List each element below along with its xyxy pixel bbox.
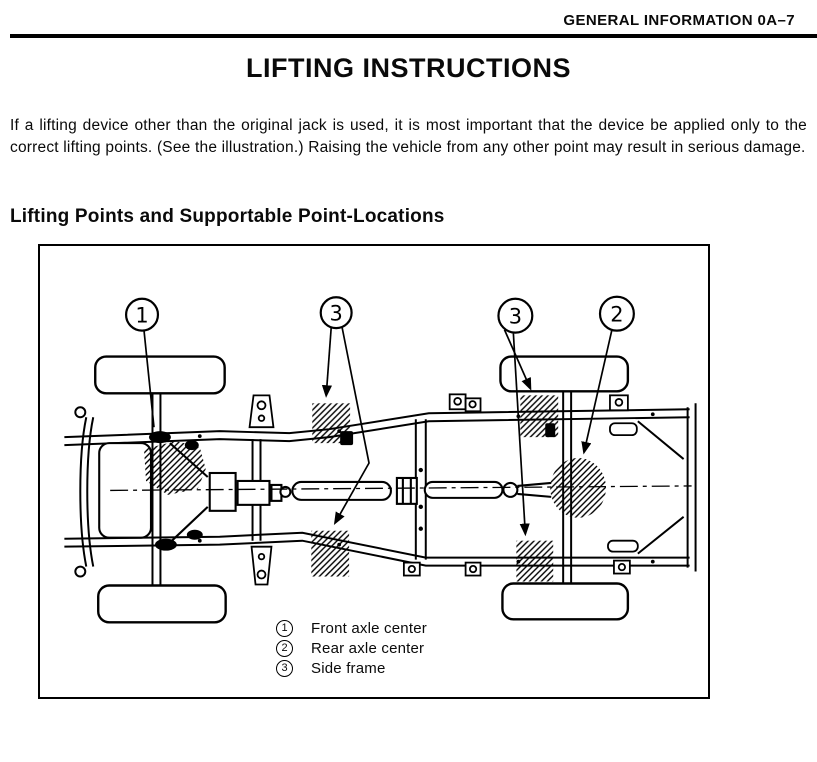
tow-hook-lower [74, 565, 87, 578]
pinion-yoke [502, 481, 519, 498]
lift-point-front-axle [144, 441, 206, 495]
lift-point-side-frame-lower-front [311, 530, 350, 577]
page-title: LIFTING INSTRUCTIONS [246, 53, 571, 83]
callout-number-2: 2 [610, 303, 623, 327]
frame-slot-upper [609, 422, 638, 437]
legend-label-1: Front axle center [311, 619, 427, 637]
callout-leaders [143, 327, 613, 537]
tow-hook-upper [74, 406, 87, 419]
header-rule [10, 34, 817, 38]
tires [94, 355, 630, 624]
rear-gussets [637, 420, 685, 555]
legend-row-front-axle: 1 Front axle center [276, 618, 427, 638]
callout-circle-2 [598, 295, 635, 332]
callout-circle-1 [125, 297, 160, 332]
chassis-diagram: 1 3 3 2 [64, 295, 697, 624]
lift-point-side-frame-lower-rear [516, 540, 554, 582]
leader-3b-bottom [512, 333, 530, 537]
figure-legend: 1 Front axle center 2 Rear axle center 3… [276, 618, 427, 678]
leader-1 [143, 330, 155, 428]
lift-point-rear-axle [550, 458, 606, 518]
legend-label-3: Side frame [311, 659, 386, 677]
leader-3a-bottom [333, 327, 370, 525]
tire-front-upper [94, 355, 226, 395]
frame-rail-top-outer [64, 408, 690, 439]
frame-rail-top-inner [64, 416, 690, 447]
legend-row-rear-axle: 2 Rear axle center [276, 638, 427, 658]
legend-symbol-3: 3 [276, 659, 293, 677]
legend-symbol-2: 2 [276, 639, 293, 657]
transmission [236, 479, 271, 506]
legend-symbol-1: 1 [276, 619, 293, 637]
engine-block [208, 471, 237, 512]
spring-tower-front-upper [248, 394, 275, 429]
lift-point-side-frame-upper-front [312, 403, 351, 444]
leader-3a-top [321, 327, 333, 398]
brackets [248, 393, 639, 586]
lifting-points-figure: 1 3 3 2 1 Front axle center 2 Rear axle … [38, 244, 710, 699]
u-joint [395, 476, 418, 505]
section-heading: Lifting Points and Supportable Point-Loc… [10, 206, 445, 227]
rear-crossmember [686, 403, 697, 572]
leader-2 [581, 329, 613, 455]
tire-rear-upper [499, 355, 630, 393]
front-bumper-bar [79, 417, 95, 567]
legend-label-2: Rear axle center [311, 639, 425, 657]
leader-3b-top [503, 329, 532, 391]
lifting-point-hatches [144, 395, 606, 582]
callout-circles: 1 3 3 2 [125, 295, 635, 334]
callout-number-3a: 3 [330, 302, 343, 326]
callout-circle-3b [497, 297, 534, 334]
callout-number-3b: 3 [509, 305, 522, 329]
callout-number-1: 1 [135, 304, 148, 328]
callout-circle-3a [319, 296, 353, 330]
frame-slot-lower [607, 539, 639, 553]
body-paragraph: If a lifting device other than the origi… [10, 117, 807, 156]
tire-front-lower [97, 584, 227, 624]
frame-rail-bottom-inner [64, 531, 690, 559]
tire-rear-lower [501, 582, 630, 621]
spring-tower-front-lower [250, 545, 273, 586]
powertrain [98, 442, 552, 542]
lift-point-side-frame-upper-rear [520, 395, 559, 438]
legend-row-side-frame: 3 Side frame [276, 658, 427, 678]
driveshaft-front [291, 480, 392, 501]
driveshaft-rear [423, 480, 504, 499]
page-header: GENERAL INFORMATION 0A–7 [563, 12, 795, 29]
